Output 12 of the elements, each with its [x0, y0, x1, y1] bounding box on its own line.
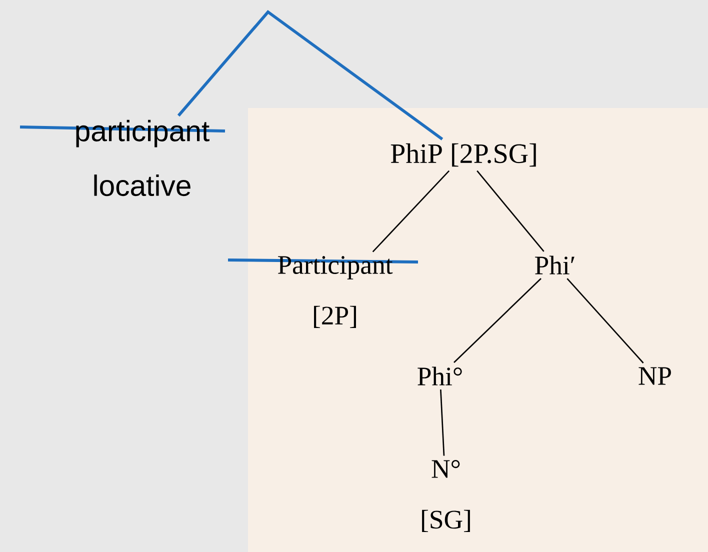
- tree-label: Phi°: [418, 366, 462, 386]
- tree-label: Participant [2P]: [278, 256, 393, 328]
- tree-branch: [440, 389, 445, 456]
- tree-label: N° [SG]: [422, 460, 470, 532]
- tree-label: NP: [638, 367, 671, 385]
- tree-label: Phi′: [535, 256, 574, 274]
- tree-label: PhiP [2P.SG]: [390, 143, 536, 167]
- tree-branch: [177, 10, 444, 140]
- tree-branch: [372, 170, 450, 252]
- tree-branch: [454, 278, 542, 363]
- tree-branch: [566, 278, 644, 364]
- tree-branch: [476, 170, 544, 252]
